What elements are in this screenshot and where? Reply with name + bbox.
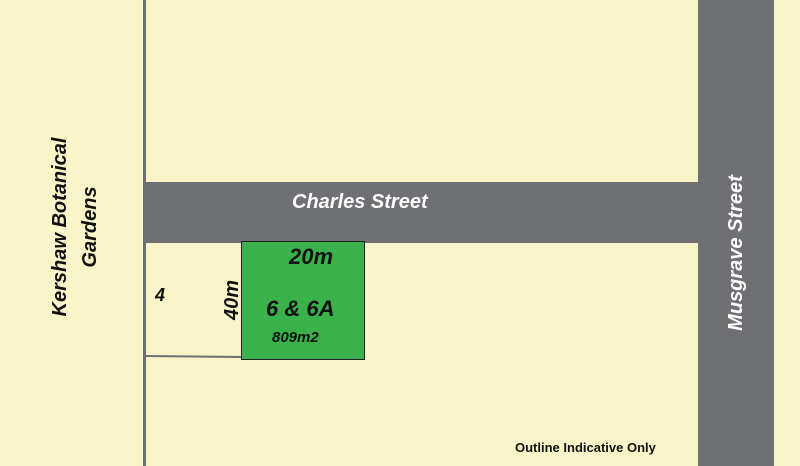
musgrave-street-road [698, 0, 774, 466]
highlighted-lot[interactable] [241, 241, 365, 360]
lot-area: 809m2 [272, 329, 319, 346]
musgrave-street-label: Musgrave Street [725, 175, 747, 331]
neighbour-lot-number: 4 [155, 285, 166, 305]
kershaw-gardens-line1: Kershaw Botanical [49, 137, 71, 317]
frontage-dimension: 20m [289, 244, 334, 269]
lot-number: 6 & 6A [266, 296, 335, 321]
disclaimer-text: Outline Indicative Only [515, 440, 656, 455]
charles-street-label: Charles Street [292, 191, 428, 213]
charles-street-road [146, 182, 698, 243]
kershaw-gardens-label: Kershaw Botanical Gardens [45, 122, 105, 332]
property-boundary-west [143, 0, 146, 466]
lot-boundary-south [145, 355, 243, 359]
depth-dimension: 40m [221, 279, 243, 321]
kershaw-gardens-line2: Gardens [79, 186, 101, 268]
